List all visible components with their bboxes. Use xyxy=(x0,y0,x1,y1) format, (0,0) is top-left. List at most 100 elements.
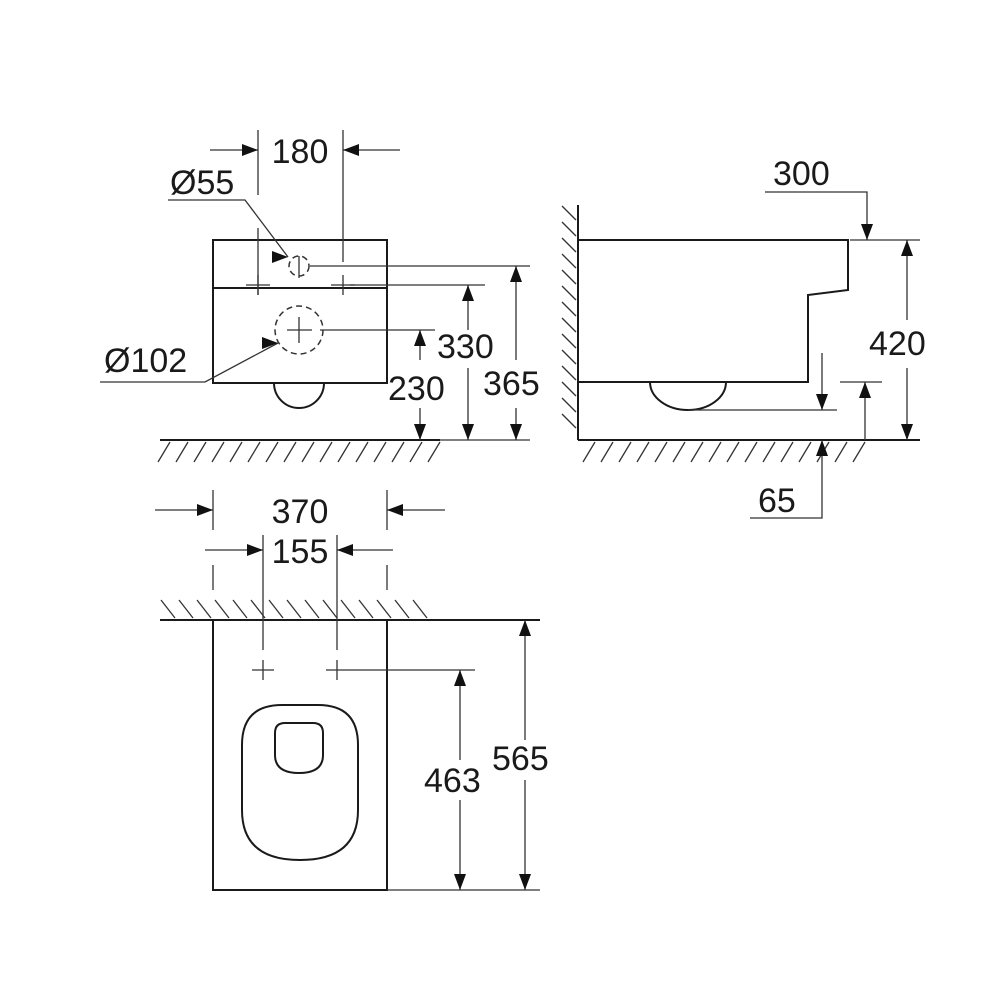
hatch-line xyxy=(561,221,577,237)
hatch-line xyxy=(690,441,704,463)
hatch-line xyxy=(358,599,374,619)
arrow-head xyxy=(454,874,466,890)
arrow-head xyxy=(272,251,288,263)
hatching xyxy=(157,205,866,619)
arrow-head xyxy=(462,424,474,440)
arrow-head xyxy=(901,240,913,256)
hatch-line xyxy=(211,441,225,463)
dim-420: 420 xyxy=(869,325,926,363)
dim-155: 155 xyxy=(272,533,329,571)
dim-outlet-diameter: Ø102 xyxy=(104,342,187,380)
hatch-line xyxy=(157,441,171,463)
hatch-line xyxy=(373,441,387,463)
hatch-line xyxy=(427,441,441,463)
hatch-line xyxy=(798,441,812,463)
hatch-line xyxy=(852,441,866,463)
front-view: 180 Ø55 Ø102 230 330 365 xyxy=(100,130,540,441)
dim-230: 230 xyxy=(388,370,445,408)
hatch-line xyxy=(412,599,428,619)
side-view: 300 420 65 xyxy=(577,155,926,520)
hatch-line xyxy=(247,441,261,463)
hatch-line xyxy=(636,441,650,463)
hatch-line xyxy=(561,333,577,349)
hatch-line xyxy=(337,441,351,463)
hatch-line xyxy=(561,317,577,333)
arrow-head xyxy=(414,330,426,346)
arrow-head xyxy=(859,382,871,398)
dim-565: 565 xyxy=(492,740,549,778)
leaders xyxy=(100,199,289,383)
hatch-line xyxy=(322,599,338,619)
hatch-line xyxy=(561,413,577,429)
arrow-head xyxy=(861,224,873,240)
dim-180: 180 xyxy=(272,133,329,171)
hatch-line xyxy=(178,599,194,619)
front-bowl-outline xyxy=(273,382,325,409)
hatch-line xyxy=(355,441,369,463)
hatch-line xyxy=(301,441,315,463)
hatch-line xyxy=(286,599,302,619)
arrow-head xyxy=(414,424,426,440)
dim-65: 65 xyxy=(758,482,796,520)
dim-370: 370 xyxy=(272,493,329,531)
arrow-head xyxy=(337,544,353,556)
hatch-line xyxy=(561,397,577,413)
hatch-line xyxy=(340,599,356,619)
hatch-line xyxy=(708,441,722,463)
hatch-line xyxy=(618,441,632,463)
arrow-head xyxy=(901,424,913,440)
hatch-line xyxy=(229,441,243,463)
hatch-line xyxy=(561,301,577,317)
arrow-head xyxy=(197,504,213,516)
top-body xyxy=(212,619,388,891)
hatch-line xyxy=(726,441,740,463)
top-view: 370 155 463 565 xyxy=(155,490,549,891)
hatch-line xyxy=(319,441,333,463)
front-body xyxy=(212,239,388,384)
arrow-head xyxy=(816,394,828,410)
dimension-arrows xyxy=(197,144,913,890)
arrow-head xyxy=(510,266,522,282)
hatch-line xyxy=(160,599,176,619)
dim-330: 330 xyxy=(437,328,494,366)
hatch-line xyxy=(193,441,207,463)
hatch-line xyxy=(600,441,614,463)
hatch-line xyxy=(265,441,279,463)
hatch-line xyxy=(561,237,577,253)
hatch-line xyxy=(232,599,248,619)
hatch-line xyxy=(283,441,297,463)
lid-outline xyxy=(274,722,324,775)
hatch-line xyxy=(304,599,320,619)
hatch-line xyxy=(175,441,189,463)
arrow-head xyxy=(343,144,359,156)
hatch-line xyxy=(672,441,686,463)
arrow-head xyxy=(262,337,278,349)
dim-300: 300 xyxy=(773,155,830,193)
hatch-line xyxy=(762,441,776,463)
hatch-line xyxy=(376,599,392,619)
arrow-head xyxy=(519,620,531,636)
arrow-head xyxy=(387,504,403,516)
arrow-head xyxy=(510,424,522,440)
seat-outline xyxy=(241,704,359,862)
hatch-line xyxy=(654,441,668,463)
dim-365: 365 xyxy=(483,365,540,403)
hatch-line xyxy=(561,205,577,221)
hatch-line xyxy=(561,365,577,381)
hatch-line xyxy=(744,441,758,463)
hatch-line xyxy=(561,269,577,285)
hatch-line xyxy=(214,599,230,619)
hatch-line xyxy=(834,441,848,463)
arrow-head xyxy=(242,144,258,156)
arrow-head xyxy=(247,544,263,556)
hatch-line xyxy=(561,349,577,365)
hatch-line xyxy=(561,285,577,301)
hatch-line xyxy=(561,253,577,269)
dim-463: 463 xyxy=(424,762,481,800)
arrow-head xyxy=(462,285,474,301)
hatch-line xyxy=(268,599,284,619)
side-bowl-outline xyxy=(649,381,727,411)
side-body xyxy=(578,239,849,383)
